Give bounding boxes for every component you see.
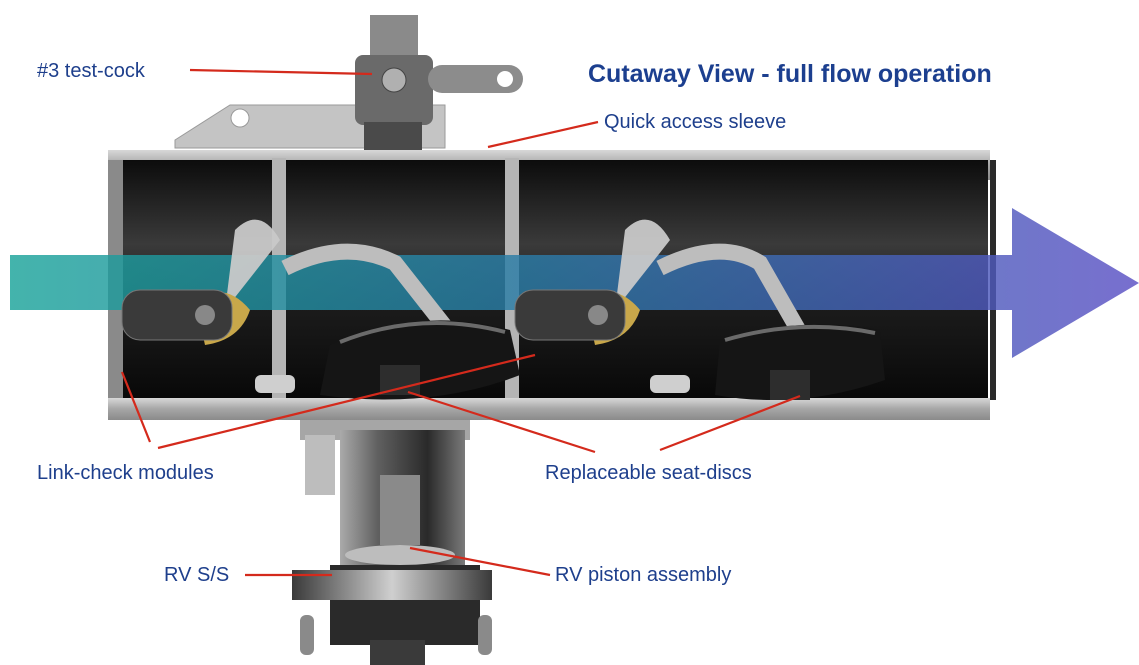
leader-link-check-1 [120,371,152,443]
leader-rv-piston [409,546,551,577]
leader-seat-disc-1 [407,390,596,454]
diagram-title: Cutaway View - full flow operation [588,60,992,88]
label-replaceable-seat-discs: Replaceable seat-discs [545,462,752,484]
label-rv-ss: RV S/S [164,564,230,586]
leader-seat-disc-2 [659,394,801,452]
label-quick-access-sleeve: Quick access sleeve [604,111,787,133]
seat-disc [255,320,885,400]
leader-link-check-2 [157,353,536,450]
test-cock-valve [174,15,523,172]
label-rv-piston-assembly: RV piston assembly [555,564,732,586]
check-module [121,219,807,345]
leader-test-cock [189,68,373,76]
leader-quick-access-sleeve [487,120,599,149]
label-test-cock: #3 test-cock [37,60,145,82]
relief-valve-piston [292,420,492,665]
label-link-check-modules: Link-check modules [37,462,214,484]
flow-arrow [10,208,1139,358]
